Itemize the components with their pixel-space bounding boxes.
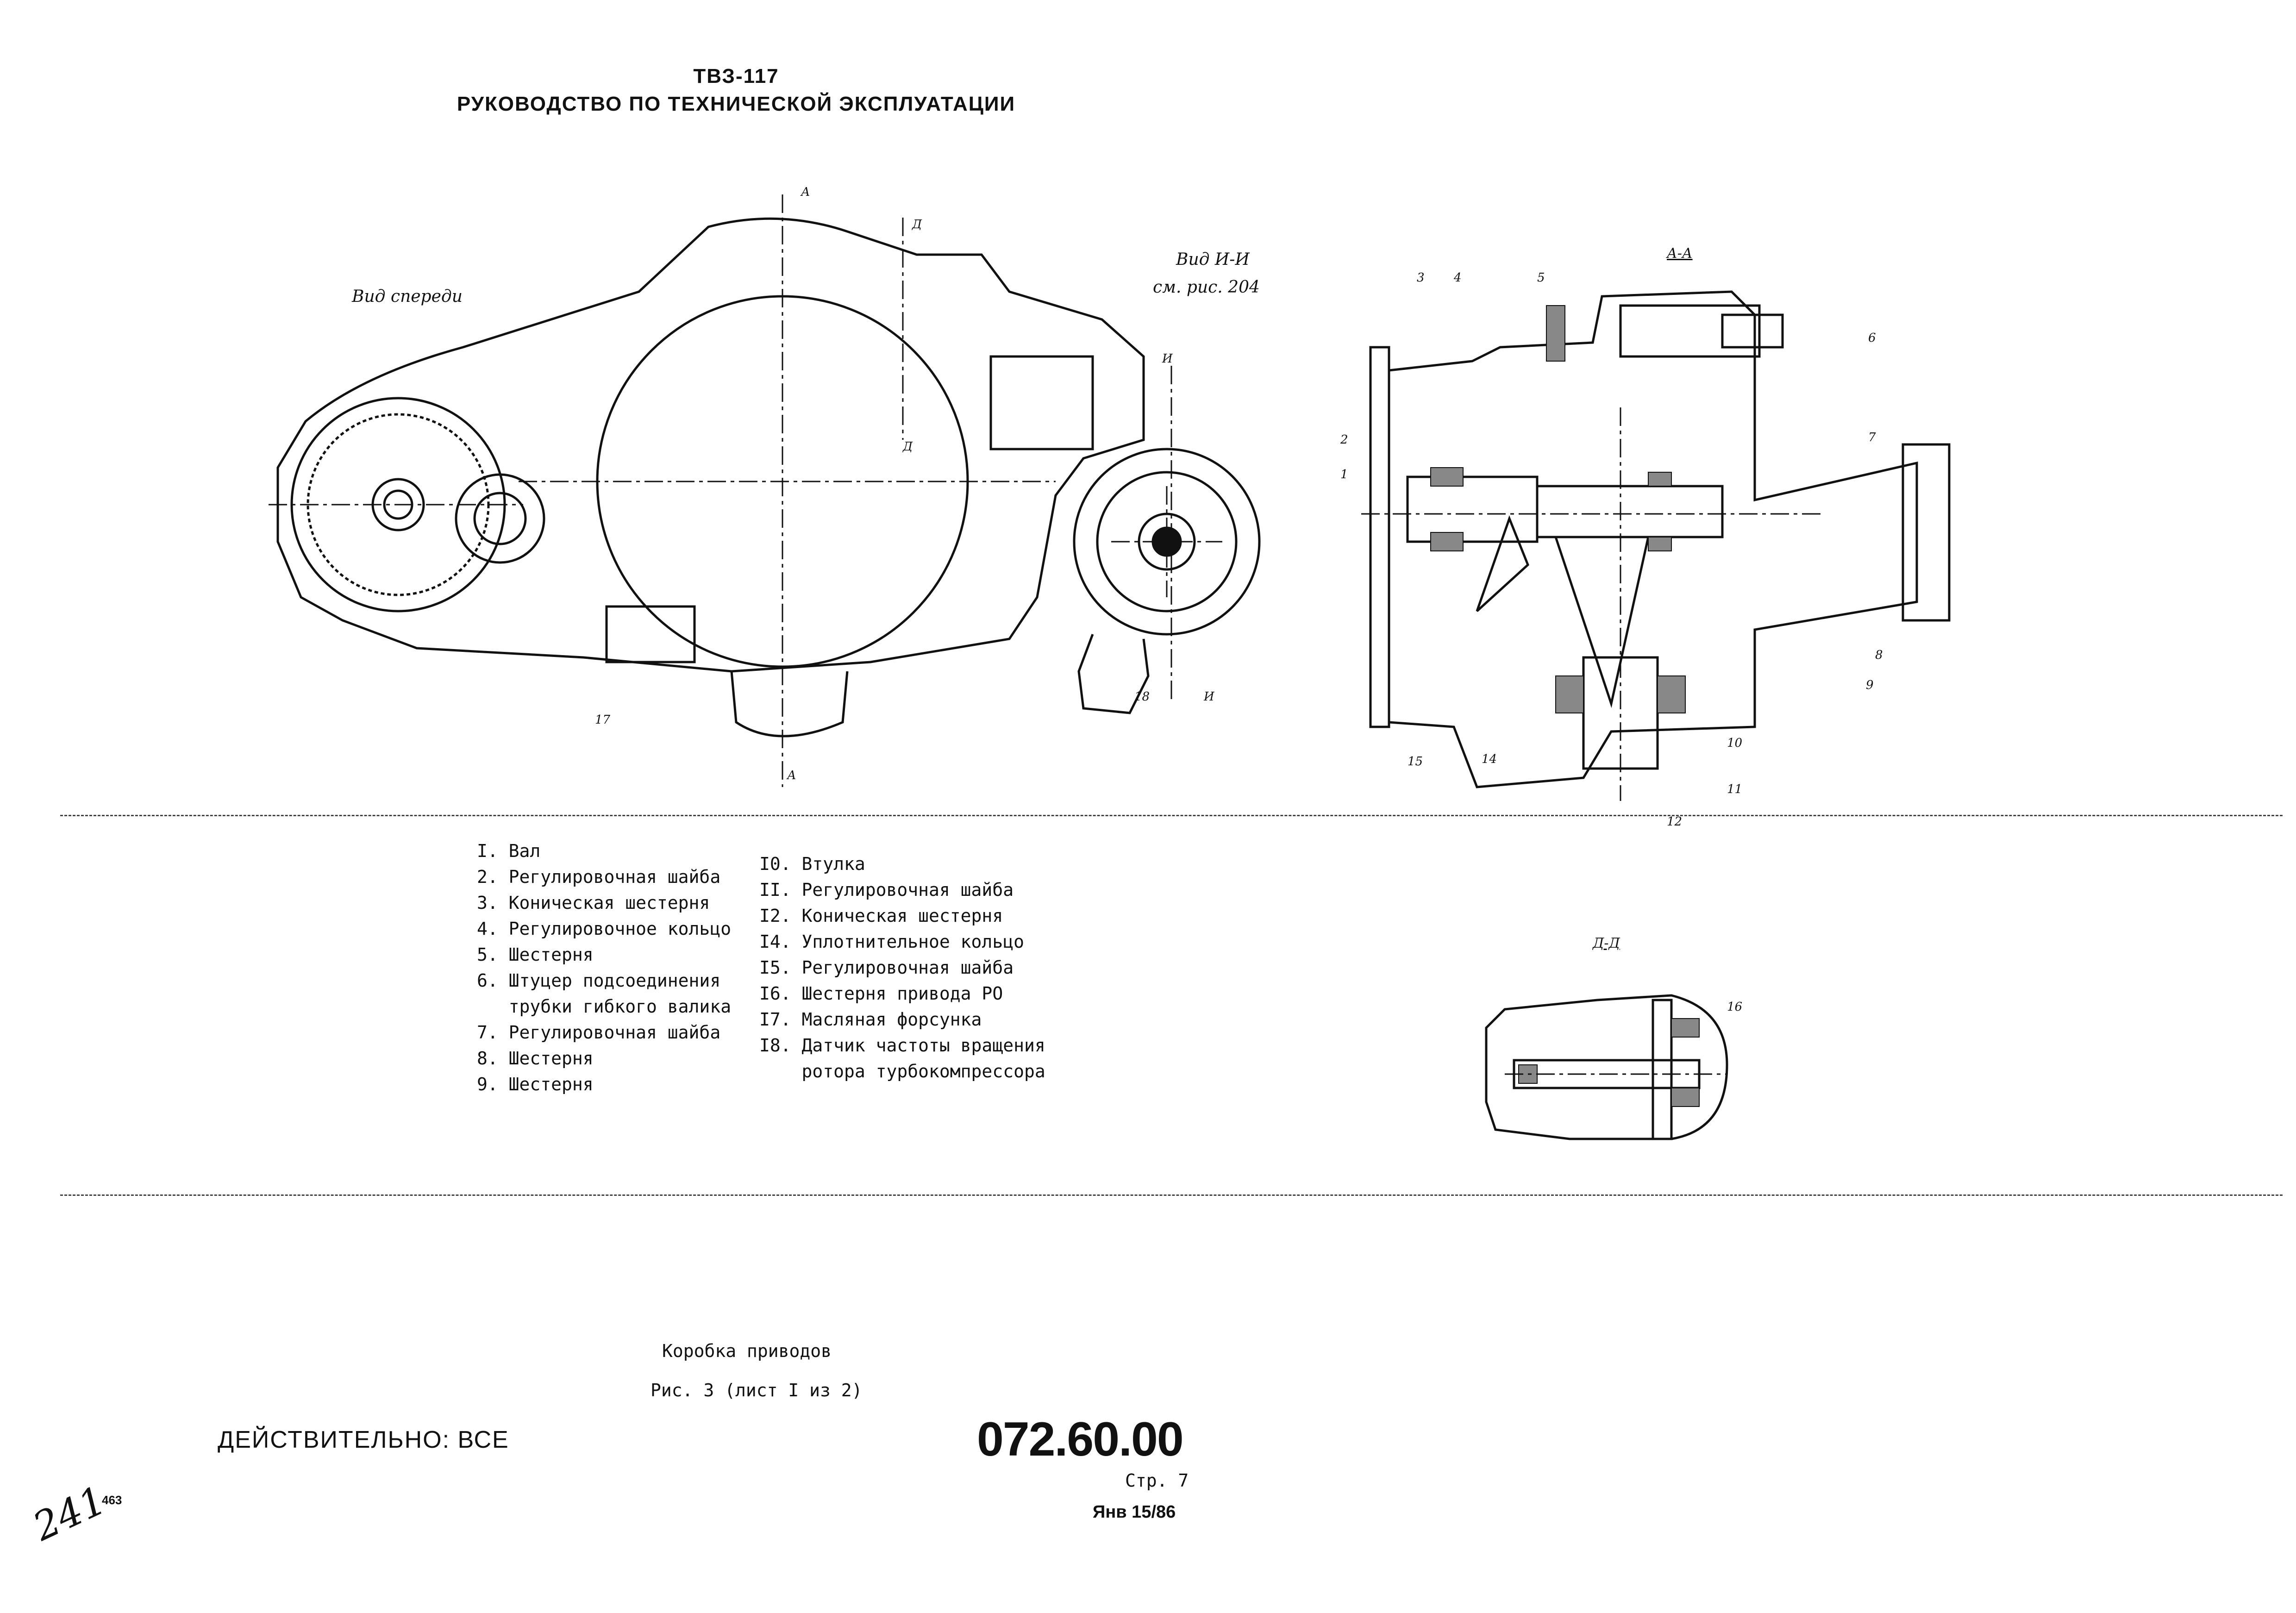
legend-item: I4. Уплотнительное кольцо: [759, 932, 1024, 952]
callout-18: 18: [1134, 690, 1150, 704]
view-i-ref: см. рис. 204: [1153, 278, 1260, 297]
legend-left: I. Вал 2. Регулировочная шайба 3. Кониче…: [477, 838, 731, 1097]
cut-label-i-bottom: И: [1204, 690, 1214, 704]
callout-2: 2: [1340, 433, 1348, 447]
footer-doc-number: 072.60.00: [977, 1413, 1184, 1466]
front-view-drawing: [269, 194, 1261, 787]
legend-item: 8. Шестерня: [477, 1048, 594, 1069]
callout-5: 5: [1537, 271, 1545, 285]
view-i-label: Вид И-И: [1176, 250, 1250, 269]
section-aa-label: А-А: [1667, 245, 1693, 262]
callout-6: 6: [1868, 331, 1876, 345]
footer-date: Янв 15/86: [1093, 1502, 1176, 1522]
legend-item: 5. Шестерня: [477, 944, 594, 965]
section-aa-drawing: [1361, 290, 1951, 801]
cut-label-d-bottom: Д: [903, 440, 913, 454]
front-view-label: Вид спереди: [352, 287, 463, 306]
legend-item: 4. Регулировочное кольцо: [477, 919, 732, 939]
handwritten-number: 241: [26, 1477, 113, 1550]
footer-page-code: 463: [102, 1493, 122, 1507]
callout-4: 4: [1454, 271, 1462, 285]
section-dd-label: Д-Д: [1593, 935, 1620, 951]
footer-page: Стр. 7: [1125, 1470, 1189, 1491]
callout-3: 3: [1417, 271, 1425, 285]
legend-item: I6. Шестерня привода РО: [759, 983, 1003, 1004]
callout-12: 12: [1667, 815, 1683, 829]
header-manual-title: РУКОВОДСТВО ПО ТЕХНИЧЕСКОЙ ЭКСПЛУАТАЦИИ: [457, 93, 1016, 115]
callout-15: 15: [1408, 755, 1423, 769]
legend-item: 6. Штуцер подсоединения: [477, 970, 721, 991]
legend-item: 7. Регулировочная шайба: [477, 1022, 721, 1043]
legend-item: трубки гибкого валика: [477, 996, 732, 1017]
callout-9: 9: [1866, 678, 1874, 692]
callout-10: 10: [1727, 736, 1743, 750]
legend-item: I. Вал: [477, 841, 541, 861]
callout-11: 11: [1727, 782, 1743, 796]
separator-top: [60, 815, 2283, 816]
callout-14: 14: [1482, 752, 1497, 766]
figure-number: Рис. 3 (лист I из 2): [651, 1380, 863, 1400]
header-model: ТВЗ-117: [693, 65, 779, 88]
cut-label-i-top: И: [1162, 352, 1173, 366]
callout-7: 7: [1868, 431, 1876, 444]
legend-item: I7. Масляная форсунка: [759, 1009, 982, 1030]
legend-item: I2. Коническая шестерня: [759, 906, 1003, 926]
cut-label-a-top: А: [801, 185, 810, 199]
separator-bottom: [60, 1194, 2283, 1196]
legend-item: I0. Втулка: [759, 854, 865, 874]
callout-1: 1: [1340, 468, 1348, 481]
callout-8: 8: [1875, 648, 1883, 662]
cut-label-d-top: Д: [912, 218, 922, 231]
legend-item: 3. Коническая шестерня: [477, 893, 710, 913]
legend-item: II. Регулировочная шайба: [759, 880, 1014, 900]
footer-validity: ДЕЙСТВИТЕЛЬНО: ВСЕ: [218, 1426, 509, 1453]
figure-title: Коробка приводов: [662, 1341, 832, 1361]
legend-item: 2. Регулировочная шайба: [477, 867, 721, 887]
legend-item: I8. Датчик частоты вращения: [759, 1035, 1045, 1056]
section-dd-drawing: [1485, 994, 1728, 1140]
callout-16: 16: [1727, 1000, 1743, 1014]
callout-17: 17: [595, 713, 611, 727]
legend-item: ротора турбокомпрессора: [759, 1061, 1045, 1082]
cut-label-a-bottom: А: [787, 769, 796, 782]
legend-item: I5. Регулировочная шайба: [759, 957, 1014, 978]
legend-item: 9. Шестерня: [477, 1074, 594, 1094]
legend-right: I0. Втулка II. Регулировочная шайба I2. …: [759, 851, 1045, 1084]
